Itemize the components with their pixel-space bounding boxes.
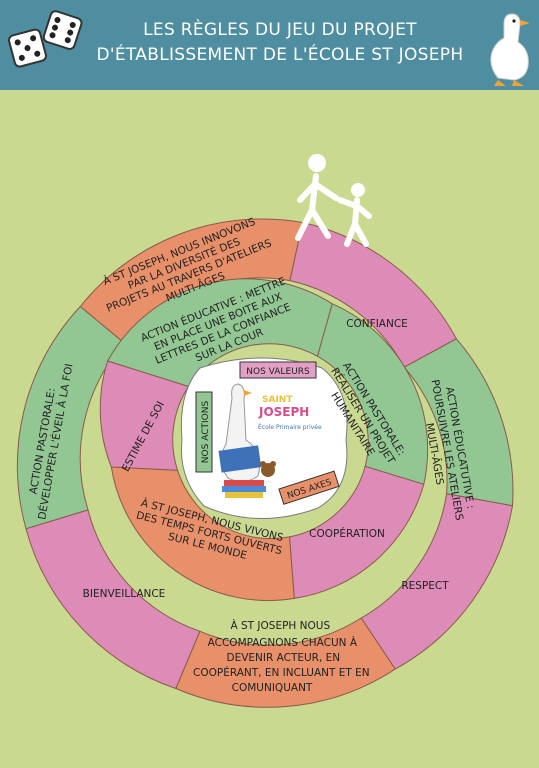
nos-actions-tag: NOS ACTIONS (195, 391, 213, 473)
goose-mascot-icon (490, 13, 530, 86)
segment-respect-text: RESPECT (401, 580, 449, 592)
walking-people-icon (295, 154, 372, 247)
logo-joseph: JOSEPH (258, 405, 309, 419)
logo-saint: SAINT (262, 395, 293, 405)
svg-text:NOS ACTIONS: NOS ACTIONS (201, 401, 211, 464)
title-line-2: D'ÉTABLISSEMENT DE L'ÉCOLE ST JOSEPH (96, 45, 464, 65)
title-line-1: LES RÈGLES DU JEU DU PROJET (143, 20, 417, 40)
segment-boite (106, 278, 333, 388)
page-title: LES RÈGLES DU JEU DU PROJET D'ÉTABLISSEM… (95, 18, 465, 68)
logo-ecole: École Primaire privée (258, 423, 322, 431)
segment-bienveillance-text: BIENVEILLANCE (83, 588, 166, 600)
segment-eveil (16, 305, 126, 530)
nos-valeurs-tag: NOS VALEURS (239, 361, 317, 379)
inner-ring (99, 278, 429, 601)
svg-text:NOS VALEURS: NOS VALEURS (246, 367, 310, 377)
segment-temps-forts (110, 466, 295, 601)
game-board: SAINT JOSEPH École Primaire privée NOS V… (16, 154, 514, 708)
header-banner: LES RÈGLES DU JEU DU PROJET D'ÉTABLISSEM… (0, 0, 539, 90)
dice-icon (8, 10, 83, 68)
logo: SAINT JOSEPH École Primaire privée (218, 383, 322, 498)
segment-cooperation-text: COOPÉRATION (309, 527, 385, 540)
goose-reading-icon (218, 383, 276, 498)
segment-confiance-text: CONFIANCE (346, 318, 408, 330)
segment-accompagnons-text: À ST JOSEPH NOUS ACCOMPAGNONS CHACUN À D… (193, 619, 373, 694)
segment-humanitaire (316, 303, 429, 485)
